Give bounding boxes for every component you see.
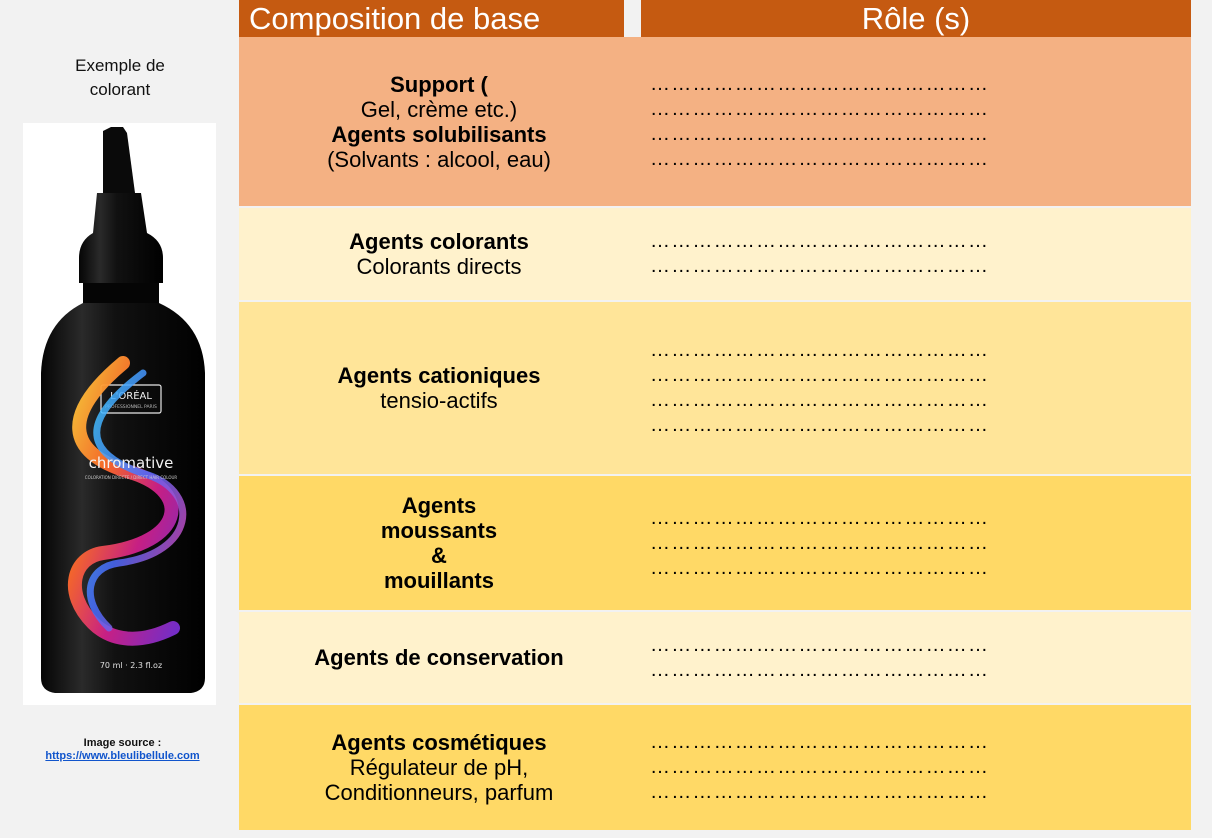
component-text: Agents cationiques <box>337 363 541 388</box>
dye-bottle-image: L'ORÉAL PROFESSIONNEL PARIS chromative C… <box>41 127 205 693</box>
dotted-answer-line[interactable]: ………………………………………… <box>650 230 990 252</box>
header-composition: Composition de base <box>239 0 624 37</box>
dotted-answer-line[interactable]: ………………………………………… <box>650 506 990 529</box>
component-text: Support ( <box>390 71 488 97</box>
component-text: Agents solubilisants <box>331 121 547 147</box>
product-photo: L'ORÉAL PROFESSIONNEL PARIS chromative C… <box>23 123 216 705</box>
svg-text:PROFESSIONNEL PARIS: PROFESSIONNEL PARIS <box>105 404 157 410</box>
component-text: Conditionneurs, parfum <box>324 780 554 805</box>
component-text: Agents de conservation <box>314 645 564 670</box>
role-answer-lines: ………………………………………… ………………………………………… ……………………… <box>650 705 1180 830</box>
component-text: tensio-actifs <box>380 388 498 413</box>
dotted-answer-line[interactable]: ………………………………………… <box>650 556 990 579</box>
caption-line-2: colorant <box>89 80 151 99</box>
role-answer-lines: …………………………………………………………………………………………………………… <box>650 476 1180 610</box>
component-name: Agents de conservation <box>239 612 639 703</box>
table-row: Agents de conservation ………………………………………………… <box>239 612 1191 703</box>
component-text: Régulateur de pH, <box>349 755 529 780</box>
component-text: Agents <box>401 493 477 518</box>
dotted-answer-line[interactable]: ………………………………………… <box>650 72 990 95</box>
caption-line-1: Exemple de <box>75 56 165 75</box>
component-text: & <box>431 543 447 568</box>
component-text: Gel, crème etc.) <box>360 96 518 122</box>
source-link[interactable]: https://www.bleulibellule.com <box>45 750 200 762</box>
dotted-answer-line[interactable]: ………………………………………… <box>650 731 990 753</box>
component-text: (Solvants : alcool, eau) <box>327 146 551 172</box>
svg-text:COLORATION DIRECTE / DIRECT HA: COLORATION DIRECTE / DIRECT HAIR COLOUR <box>85 475 178 480</box>
dotted-answer-line[interactable]: ………………………………………… <box>650 633 990 656</box>
source-label: Image source : <box>83 737 162 749</box>
component-name: Support (Gel, crème etc.)Agents solubili… <box>239 37 639 206</box>
component-text: Agents colorants <box>349 229 529 254</box>
volume-text: 70 ml · 2.3 fl.oz <box>100 661 162 670</box>
role-answer-lines: ………………………………………… ………………………………………… <box>650 208 1180 300</box>
header-role: Rôle (s) <box>641 0 1191 37</box>
dotted-answer-line[interactable]: ………………………………………… <box>650 255 990 277</box>
role-answer-lines: ………………………………………… ………………………………………… ……………………… <box>650 302 1180 474</box>
image-source: Image source : https://www.bleulibellule… <box>20 737 225 763</box>
dotted-answer-line[interactable]: ………………………………………… <box>650 658 990 681</box>
component-text: Colorants directs <box>356 254 522 279</box>
dotted-answer-line[interactable]: ………………………………………… <box>650 414 990 436</box>
component-text: Agents cosmétiques <box>331 730 547 755</box>
dotted-answer-line[interactable]: ………………………………………… <box>650 147 990 170</box>
dotted-answer-line[interactable]: ………………………………………… <box>650 97 990 120</box>
dotted-answer-line[interactable]: ………………………………………… <box>650 531 990 554</box>
product-name-text: chromative <box>89 454 174 472</box>
header-gap <box>624 0 641 37</box>
dotted-answer-line[interactable]: ………………………………………… <box>650 339 990 361</box>
table-row: Support (Gel, crème etc.)Agents solubili… <box>239 37 1191 206</box>
dotted-answer-line[interactable]: ………………………………………… <box>650 122 990 145</box>
image-caption: Exemple de colorant <box>40 54 200 102</box>
role-answer-lines: …………………………………………………………………………………… <box>650 612 1180 703</box>
component-text: mouillants <box>383 568 494 593</box>
component-text: moussants <box>380 518 498 543</box>
dotted-answer-line[interactable]: ………………………………………… <box>650 364 990 386</box>
dotted-answer-line[interactable]: ………………………………………… <box>650 756 990 778</box>
role-answer-lines: …………………………………………………………………………………………………………… <box>650 37 1180 206</box>
dotted-answer-line[interactable]: ………………………………………… <box>650 389 990 411</box>
dotted-answer-line[interactable]: ………………………………………… <box>650 781 990 803</box>
